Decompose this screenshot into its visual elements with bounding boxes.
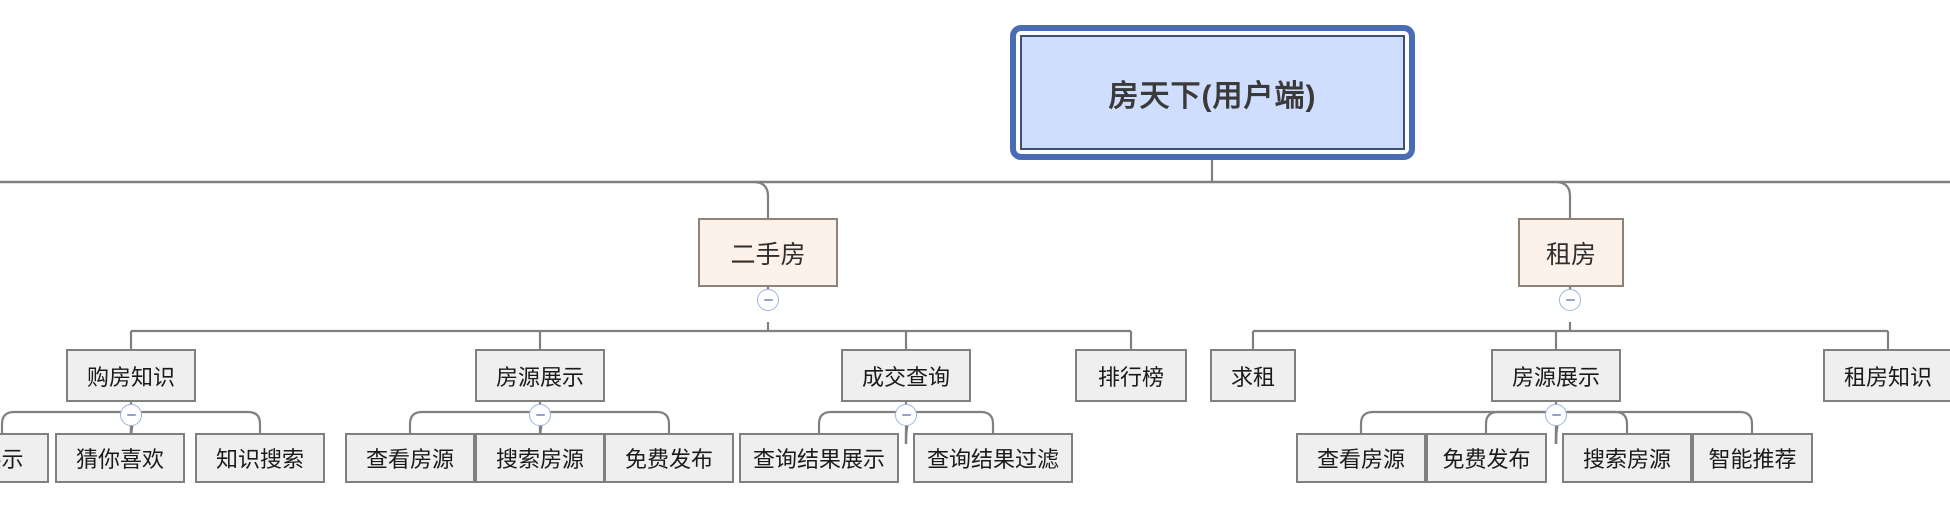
node-label: 房源展示 (495, 364, 584, 390)
edge-spine-to-zufang (1556, 180, 1572, 218)
minus-icon (901, 414, 911, 416)
leaf-mianfeifabu-ershoufang[interactable]: 免费发布 (604, 433, 734, 483)
root-node[interactable]: 房天下(用户端) (1010, 25, 1415, 160)
leaf-label: 免费发布 (1442, 447, 1531, 472)
leaf-label: 智能推荐 (1708, 447, 1797, 472)
node-chengjiaochaxun[interactable]: 成交查询 (841, 349, 971, 402)
minus-icon (763, 299, 773, 301)
leaf-label: 搜索房源 (495, 447, 584, 472)
collapse-toggle-goufangzhishi[interactable] (120, 404, 142, 426)
node-label: 求租 (1230, 364, 1275, 390)
node-qiuzu[interactable]: 求租 (1210, 349, 1296, 402)
minus-icon (126, 414, 136, 416)
branch-node-ershoufang[interactable]: 二手房 (698, 218, 838, 287)
minus-icon (1551, 414, 1561, 416)
node-goufangzhishi[interactable]: 购房知识 (66, 349, 196, 402)
collapse-toggle-fangyuanzhanshi-zufang[interactable] (1545, 404, 1567, 426)
leaf-chakanfangyuan-zufang[interactable]: 查看房源 (1296, 433, 1426, 483)
node-label: 房源展示 (1511, 364, 1600, 390)
collapse-toggle-chengjiaochaxun[interactable] (895, 404, 917, 426)
collapse-toggle-ershoufang[interactable] (757, 289, 779, 311)
minus-icon (1565, 299, 1575, 301)
node-zufangzhishi[interactable]: 租房知识 (1823, 349, 1950, 402)
leaf-zhinengtuijian[interactable]: 智能推荐 (1692, 433, 1813, 483)
leaf-label: 查询结果展示 (752, 447, 885, 472)
branch-label: 租房 (1545, 240, 1596, 269)
leaf-sousuofangyuan-ershoufang[interactable]: 搜索房源 (475, 433, 605, 483)
collapse-toggle-fangyuanzhanshi-ershoufang[interactable] (529, 404, 551, 426)
node-label: 购房知识 (86, 364, 175, 390)
branch-label: 二手房 (730, 240, 806, 269)
edge-spine-to-ershoufang (754, 180, 770, 218)
leaf-zhishisousuo[interactable]: 知识搜索 (195, 433, 325, 483)
node-label: 成交查询 (861, 364, 950, 390)
minus-icon (535, 414, 545, 416)
node-label: 租房知识 (1843, 364, 1932, 390)
leaf-label: 查询结果过滤 (926, 447, 1059, 472)
leaf-label: 查看房源 (1316, 447, 1405, 472)
leaf-cainixihuan[interactable]: 猜你喜欢 (55, 433, 185, 483)
node-fangyuanzhanshi-zufang[interactable]: 房源展示 (1491, 349, 1621, 402)
branch-node-zufang[interactable]: 租房 (1518, 218, 1624, 287)
leaf-label: 免费发布 (624, 447, 713, 472)
leaf-chaxunjieguozhanshi[interactable]: 查询结果展示 (739, 433, 899, 483)
leaf-zhanshi[interactable]: 展示 (0, 433, 49, 483)
leaf-label: 搜索房源 (1582, 447, 1671, 472)
leaf-label: 展示 (0, 447, 24, 472)
leaf-sousuofangyuan-zufang[interactable]: 搜索房源 (1562, 433, 1692, 483)
collapse-toggle-zufang[interactable] (1559, 289, 1581, 311)
node-label: 排行榜 (1097, 364, 1164, 390)
leaf-chakanfangyuan-ershoufang[interactable]: 查看房源 (345, 433, 475, 483)
leaf-label: 知识搜索 (215, 447, 304, 472)
leaf-mianfeifabu-zufang[interactable]: 免费发布 (1426, 433, 1547, 483)
node-fangyuanzhanshi-ershoufang[interactable]: 房源展示 (475, 349, 605, 402)
node-paihangbang[interactable]: 排行榜 (1075, 349, 1187, 402)
leaf-label: 猜你喜欢 (75, 447, 164, 472)
leaf-chaxunjieguoguolv[interactable]: 查询结果过滤 (913, 433, 1073, 483)
leaf-label: 查看房源 (365, 447, 454, 472)
root-node-label: 房天下(用户端) (1020, 35, 1405, 150)
